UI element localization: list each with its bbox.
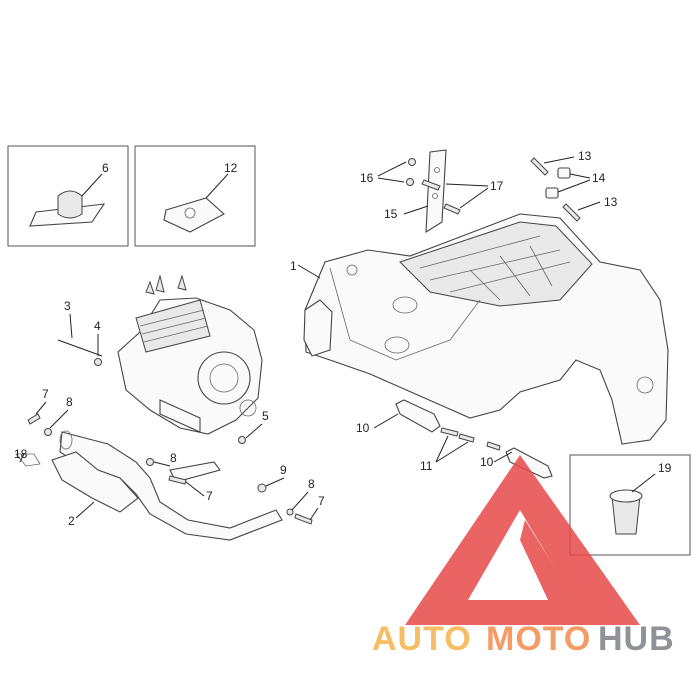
callout-13-b: 13: [604, 195, 618, 209]
callout-9: 9: [280, 463, 287, 477]
frame-assembly: [303, 213, 669, 445]
inset-box-part-6: [7, 145, 129, 247]
callout-10: 10: [356, 421, 370, 435]
callout-13: 13: [578, 149, 592, 163]
callout-8-c: 8: [308, 477, 315, 491]
callout-3: 3: [64, 299, 71, 313]
watermark-text-hub: HUB: [598, 620, 675, 658]
clip-18: [15, 453, 41, 467]
engine-assembly: [117, 274, 263, 435]
callout-15: 15: [384, 207, 398, 221]
watermark-text-moto: MOTO: [486, 620, 591, 658]
bolts-16-17: [406, 158, 461, 215]
callout-18: 18: [14, 447, 28, 461]
callout-12: 12: [224, 161, 238, 175]
watermark-text-auto: AUTO: [372, 620, 472, 658]
stud-3-nut-4: [57, 339, 103, 366]
watermark-inner-stroke: [520, 520, 575, 600]
watermark-triangle: [405, 455, 640, 625]
bracket-15: [425, 149, 447, 234]
callout-labels: 1 2 3 4 5 6 7 8 9 10 11 12 13 14 15 16: [14, 149, 672, 528]
callout-1: 1: [290, 259, 297, 273]
small-fasteners: [27, 413, 313, 525]
callout-2: 2: [68, 514, 75, 528]
inset-box-part-19: [569, 454, 691, 556]
bolts-11: [440, 427, 501, 451]
callout-7-c: 7: [318, 494, 325, 508]
mount-brackets-10: [395, 399, 553, 479]
callout-19: 19: [658, 461, 672, 475]
callout-10-b: 10: [480, 455, 494, 469]
inset-box-part-12: [134, 145, 256, 247]
callout-5: 5: [262, 409, 269, 423]
callout-17: 17: [490, 179, 504, 193]
callout-6: 6: [102, 161, 109, 175]
callout-11: 11: [420, 459, 433, 473]
callout-7: 7: [42, 387, 49, 401]
callout-4: 4: [94, 319, 101, 333]
watermark-logo: AUTO MOTO HUB: [372, 455, 675, 658]
pins-13-bushings-14: [530, 157, 581, 222]
swing-arm-2: [51, 430, 283, 541]
callout-14: 14: [592, 171, 606, 185]
callout-16: 16: [360, 171, 374, 185]
callout-7-b: 7: [206, 489, 213, 503]
callout-8: 8: [66, 395, 73, 409]
callout-8-b: 8: [170, 451, 177, 465]
